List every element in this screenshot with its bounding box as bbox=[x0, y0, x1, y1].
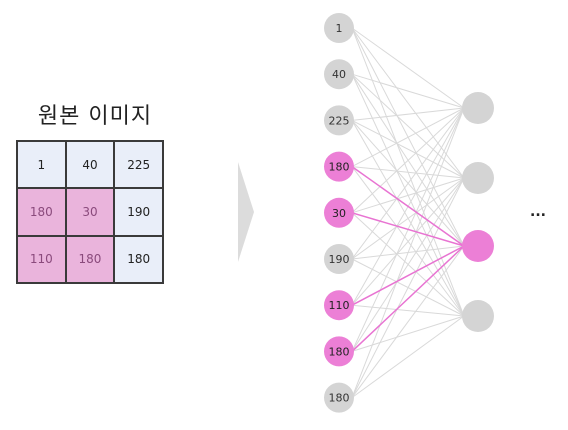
connection-line bbox=[351, 107, 465, 398]
connection-line-highlighted bbox=[351, 212, 465, 247]
grid-cell-highlighted: 180 bbox=[18, 189, 65, 235]
input-node bbox=[324, 13, 354, 43]
connection-line bbox=[351, 107, 465, 121]
connection-line-highlighted bbox=[351, 245, 465, 352]
input-node-highlighted bbox=[324, 197, 354, 228]
input-node-label: 225 bbox=[329, 114, 350, 127]
input-node bbox=[324, 105, 354, 136]
connection-line bbox=[351, 177, 465, 352]
input-node-highlighted bbox=[324, 336, 354, 367]
grid-cell: 180 bbox=[115, 236, 162, 282]
input-node-label: 180 bbox=[329, 392, 350, 405]
arrow-shape bbox=[238, 162, 254, 262]
connection-line bbox=[351, 304, 465, 317]
grid-cell: 190 bbox=[115, 189, 162, 235]
connection-line bbox=[351, 177, 465, 214]
original-image-title: 원본 이미지 bbox=[37, 104, 153, 129]
grid-cell: 40 bbox=[66, 142, 114, 188]
network-nodes: 1 40 225 180 30 190 110 180 180 bbox=[324, 13, 494, 413]
pixel-grid: 1 40 225 180 30 190 110 180 180 bbox=[16, 140, 164, 284]
hidden-node bbox=[462, 162, 494, 194]
grid-cell-highlighted: 110 bbox=[18, 236, 65, 282]
grid-cell-highlighted: 30 bbox=[66, 189, 114, 235]
connection-line bbox=[351, 27, 465, 179]
grid-cell-highlighted: 180 bbox=[66, 236, 114, 282]
grid-cell: 225 bbox=[115, 142, 162, 188]
hidden-node bbox=[462, 92, 494, 124]
hidden-node bbox=[462, 300, 494, 332]
input-node-label: 1 bbox=[336, 22, 343, 35]
ellipsis-text: ... bbox=[530, 204, 546, 220]
input-node-label: 190 bbox=[329, 253, 350, 266]
connection-line-highlighted bbox=[351, 165, 465, 247]
hidden-node-highlighted bbox=[462, 230, 494, 262]
input-node bbox=[324, 59, 354, 90]
connection-lines bbox=[351, 27, 465, 399]
connection-line bbox=[351, 27, 465, 109]
input-node-label: 180 bbox=[329, 345, 350, 358]
connection-line bbox=[351, 177, 465, 306]
input-node-highlighted bbox=[324, 290, 354, 321]
input-node-label: 180 bbox=[329, 161, 350, 174]
input-node bbox=[324, 244, 354, 274]
connection-line bbox=[351, 119, 465, 179]
connection-line bbox=[351, 107, 465, 168]
connection-line bbox=[351, 73, 465, 109]
input-node-highlighted bbox=[324, 151, 354, 182]
connection-line bbox=[351, 177, 465, 398]
connection-line bbox=[351, 177, 465, 260]
input-node-label: 40 bbox=[332, 68, 346, 81]
input-node-label: 30 bbox=[332, 207, 346, 220]
connection-line bbox=[351, 107, 465, 260]
input-node-label: 110 bbox=[329, 299, 350, 312]
connection-line bbox=[351, 107, 465, 214]
connection-line bbox=[351, 73, 465, 179]
connection-line-highlighted bbox=[351, 245, 465, 306]
connection-line bbox=[351, 166, 465, 179]
grid-cell: 1 bbox=[18, 142, 65, 188]
connection-line bbox=[351, 245, 465, 398]
connection-line bbox=[351, 315, 465, 352]
connection-line bbox=[351, 315, 465, 399]
input-node bbox=[324, 382, 354, 413]
